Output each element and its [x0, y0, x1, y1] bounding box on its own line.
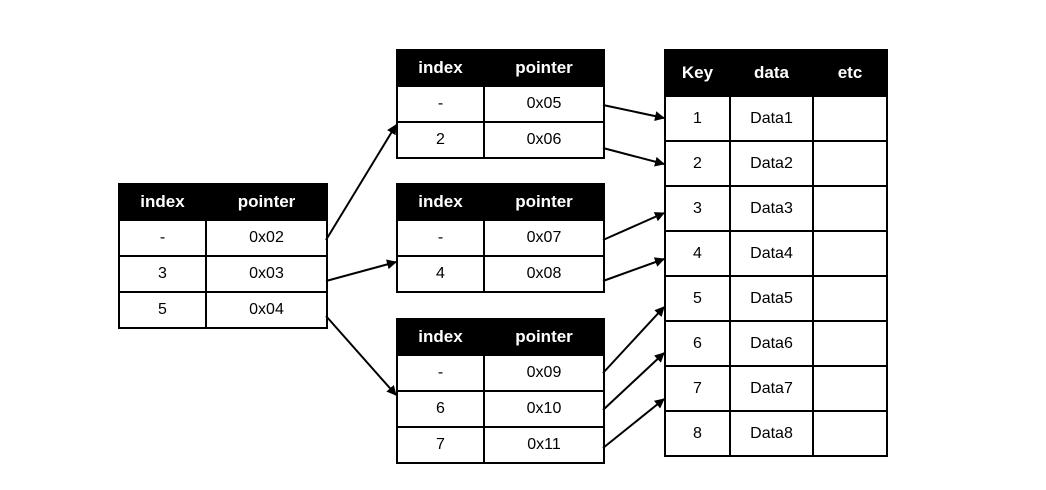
- arrow-0x07: [602, 212, 665, 241]
- data-cell: Data5: [729, 275, 814, 322]
- table-header-row: index pointer: [118, 183, 328, 221]
- key-cell: 1: [664, 95, 731, 142]
- table-header-row: index pointer: [396, 318, 605, 356]
- column-header: index: [396, 49, 485, 87]
- data-cell: Data1: [729, 95, 814, 142]
- etc-cell: [812, 275, 888, 322]
- data-cell: Data8: [729, 410, 814, 457]
- arrow-0x08: [602, 257, 665, 282]
- arrow-root-0x03: [325, 259, 397, 282]
- pointer-cell: 0x07: [483, 219, 605, 257]
- key-cell: 2: [664, 140, 731, 187]
- data-cell: Data6: [729, 320, 814, 367]
- column-header: pointer: [483, 318, 605, 356]
- table-row: 4 Data4: [664, 230, 888, 277]
- table-row: 3 Data3: [664, 185, 888, 232]
- key-cell: 4: [664, 230, 731, 277]
- arrow-root-0x04: [325, 315, 397, 396]
- index-cell: -: [396, 354, 485, 392]
- pointer-cell: 0x06: [483, 121, 605, 159]
- column-header: index: [396, 183, 485, 221]
- table-row: 5 Data5: [664, 275, 888, 322]
- column-header: pointer: [205, 183, 328, 221]
- index-cell: -: [396, 85, 485, 123]
- table-row: 2 0x06: [396, 121, 605, 159]
- index-cell: 5: [118, 291, 207, 329]
- column-header: Key: [664, 49, 731, 97]
- arrow-0x05: [602, 104, 665, 122]
- column-header: pointer: [483, 183, 605, 221]
- table-row: 6 Data6: [664, 320, 888, 367]
- table-row: 3 0x03: [118, 255, 328, 293]
- index-cell: 6: [396, 390, 485, 428]
- root-node-table: index pointer - 0x02 3 0x03 5 0x04: [118, 183, 328, 329]
- table-row: 1 Data1: [664, 95, 888, 142]
- column-header: index: [396, 318, 485, 356]
- arrow-0x09: [602, 306, 665, 374]
- table-row: - 0x09: [396, 354, 605, 392]
- key-cell: 7: [664, 365, 731, 412]
- table-row: 7 0x11: [396, 426, 605, 464]
- table-row: 6 0x10: [396, 390, 605, 428]
- arrow-0x06: [602, 147, 665, 167]
- index-cell: 2: [396, 121, 485, 159]
- column-header: pointer: [483, 49, 605, 87]
- table-row: 8 Data8: [664, 410, 888, 457]
- table-header-row: Key data etc: [664, 49, 888, 97]
- column-header: etc: [812, 49, 888, 97]
- etc-cell: [812, 230, 888, 277]
- key-cell: 8: [664, 410, 731, 457]
- child-node-table-2: index pointer - 0x07 4 0x08: [396, 183, 605, 293]
- etc-cell: [812, 320, 888, 367]
- arrow-0x10: [602, 352, 665, 411]
- pointer-cell: 0x09: [483, 354, 605, 392]
- index-cell: -: [118, 219, 207, 257]
- arrow-0x11: [602, 398, 665, 449]
- child-node-table-1: index pointer - 0x05 2 0x06: [396, 49, 605, 159]
- table-header-row: index pointer: [396, 183, 605, 221]
- etc-cell: [812, 95, 888, 142]
- key-cell: 3: [664, 185, 731, 232]
- pointer-cell: 0x11: [483, 426, 605, 464]
- pointer-cell: 0x03: [205, 255, 328, 293]
- column-header: data: [729, 49, 814, 97]
- index-cell: 3: [118, 255, 207, 293]
- child-node-table-3: index pointer - 0x09 6 0x10 7 0x11: [396, 318, 605, 464]
- pointer-cell: 0x02: [205, 219, 328, 257]
- table-row: 2 Data2: [664, 140, 888, 187]
- pointer-cell: 0x10: [483, 390, 605, 428]
- data-cell: Data3: [729, 185, 814, 232]
- pointer-cell: 0x04: [205, 291, 328, 329]
- index-cell: 7: [396, 426, 485, 464]
- data-cell: Data4: [729, 230, 814, 277]
- table-row: - 0x07: [396, 219, 605, 257]
- data-cell: Data2: [729, 140, 814, 187]
- etc-cell: [812, 410, 888, 457]
- table-row: 7 Data7: [664, 365, 888, 412]
- index-cell: 4: [396, 255, 485, 293]
- table-row: 4 0x08: [396, 255, 605, 293]
- etc-cell: [812, 140, 888, 187]
- index-cell: -: [396, 219, 485, 257]
- arrow-root-0x02: [325, 124, 397, 241]
- key-cell: 6: [664, 320, 731, 367]
- etc-cell: [812, 185, 888, 232]
- data-cell: Data7: [729, 365, 814, 412]
- key-cell: 5: [664, 275, 731, 322]
- table-row: - 0x02: [118, 219, 328, 257]
- pointer-cell: 0x08: [483, 255, 605, 293]
- data-table: Key data etc 1 Data1 2 Data2 3 Data3 4 D…: [664, 49, 888, 457]
- table-row: - 0x05: [396, 85, 605, 123]
- table-header-row: index pointer: [396, 49, 605, 87]
- table-row: 5 0x04: [118, 291, 328, 329]
- pointer-cell: 0x05: [483, 85, 605, 123]
- column-header: index: [118, 183, 207, 221]
- etc-cell: [812, 365, 888, 412]
